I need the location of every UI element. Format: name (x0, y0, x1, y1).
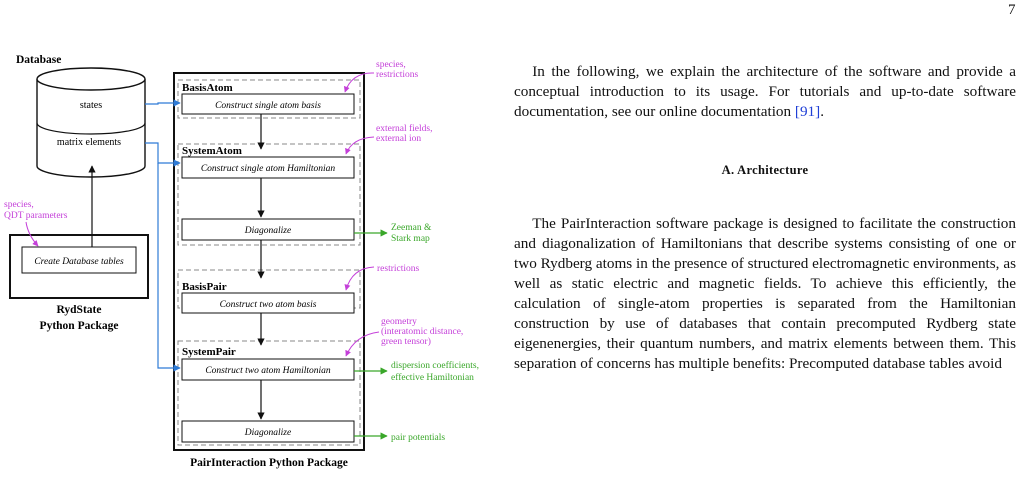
create-database-label: Create Database tables (34, 257, 124, 267)
geometry-line1: geometry (381, 317, 417, 327)
basis-pair-box-label: Construct two atom basis (220, 300, 317, 310)
pair-potentials-label: pair potentials (391, 433, 445, 443)
text-column: In the following, we explain the archite… (514, 62, 1016, 374)
diagonalize-atom-label: Diagonalize (244, 226, 291, 236)
intro-paragraph: In the following, we explain the archite… (514, 62, 1016, 122)
dispersion-line1: dispersion coefficients, (391, 360, 479, 371)
page-number: 7 (1008, 2, 1016, 18)
external-fields-arrow (345, 136, 375, 155)
system-atom-group (177, 143, 361, 246)
external-fields-line2: external ion (376, 134, 421, 144)
basis-pair-group (177, 269, 361, 309)
species-restrictions-line1: species, (376, 60, 406, 70)
diagonalize-pair-box (181, 420, 355, 443)
citation-link[interactable]: [91] (794, 103, 821, 120)
zeeman-line2: Stark map (391, 234, 430, 244)
system-pair-box-label: Construct two atom Hamiltonian (205, 366, 331, 376)
system-pair-group (177, 340, 361, 446)
matrix-to-system-atom-arrow (145, 142, 181, 167)
basis-atom-box-label: Construct single atom basis (215, 101, 321, 111)
zeeman-line1: Zeeman & (391, 223, 432, 233)
basis-pair-title: BasisPair (182, 281, 227, 293)
basis-atom-box (181, 93, 355, 115)
database-matrix-label: matrix elements (57, 137, 121, 148)
pairinteraction-package-label: PairInteraction Python Package (190, 457, 348, 469)
basis-atom-title: BasisAtom (182, 82, 233, 94)
intro-text-end: . (820, 103, 825, 120)
external-fields-line1: external fields, (376, 123, 432, 134)
architecture-paragraph: The PairInteraction software package is … (514, 215, 1016, 372)
rydstate-name-line2: Python Package (40, 320, 119, 332)
restrictions-label: restrictions (377, 264, 420, 274)
system-atom-title: SystemAtom (182, 145, 242, 157)
rydstate-name-line1: RydState (57, 304, 102, 316)
diagonalize-pair-label: Diagonalize (244, 428, 291, 438)
species-restrictions-line2: restrictions (376, 70, 419, 80)
system-atom-box-label: Construct single atom Hamiltonian (201, 164, 336, 174)
section-heading: A. Architecture (721, 163, 809, 177)
states-to-basis-atom-arrow (145, 99, 181, 107)
diagonalize-atom-box (181, 218, 355, 241)
rydstate-inner-box (21, 246, 137, 274)
species-qdt-line1: species, (4, 200, 34, 210)
dispersion-line2: effective Hamiltonian (391, 372, 474, 383)
intro-text: In the following, we explain the archite… (514, 63, 1016, 120)
restrictions-arrow (344, 266, 375, 291)
pairinteraction-outer-box (173, 72, 365, 451)
database-title: Database (16, 54, 61, 66)
matrix-to-system-pair-arrow (157, 163, 181, 372)
system-pair-box (181, 358, 355, 381)
species-restrictions-arrow (343, 72, 375, 93)
system-pair-title: SystemPair (182, 346, 236, 358)
geometry-arrow (345, 331, 380, 357)
database-cylinder (36, 67, 146, 178)
geometry-line3: green tensor) (381, 336, 431, 347)
database-states-label: states (80, 100, 102, 111)
system-atom-box (181, 156, 355, 179)
basis-atom-group (177, 79, 361, 119)
species-qdt-line2: QDT parameters (4, 211, 68, 221)
species-qdt-arrow (25, 221, 39, 247)
basis-pair-box (181, 292, 355, 314)
architecture-figure: Database states matrix elements Create D… (4, 54, 479, 469)
geometry-line2: (interatomic distance, (381, 326, 463, 337)
